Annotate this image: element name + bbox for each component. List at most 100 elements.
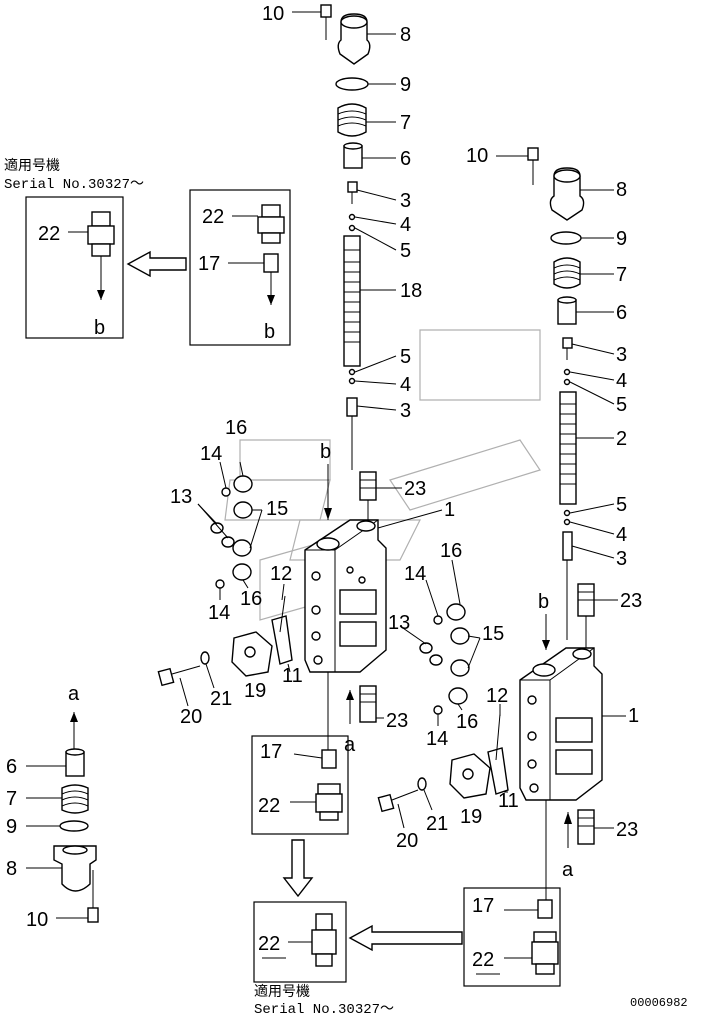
label-23-right-top: 23 xyxy=(620,590,642,612)
label-19-right: 19 xyxy=(460,806,482,828)
label-4-right-top: 4 xyxy=(616,370,627,392)
label-23-right-bottom: 23 xyxy=(616,819,638,841)
label-3-right-bot: 3 xyxy=(616,548,627,570)
detail-box-bottom-center xyxy=(251,735,349,835)
label-9-left: 9 xyxy=(6,816,17,838)
detail-box-left xyxy=(25,196,124,339)
plug-23-right-top xyxy=(577,583,595,648)
label-21-right: 21 xyxy=(426,813,448,835)
valve-part-17-bc xyxy=(321,749,337,769)
letter-a-right: a xyxy=(562,859,574,881)
label-16-left-top: 16 xyxy=(225,417,247,439)
right-stack xyxy=(527,147,585,640)
label-22-bc: 22 xyxy=(258,795,280,817)
label-16-right-top: 16 xyxy=(440,540,462,562)
label-14-right-top: 14 xyxy=(404,563,426,585)
label-15-right: 15 xyxy=(482,623,504,645)
label-5-right-top: 5 xyxy=(616,394,627,416)
label-10-left: 10 xyxy=(26,909,48,931)
label-5-mid: 5 xyxy=(400,346,411,368)
label-7-top: 7 xyxy=(400,112,411,134)
letter-b-box-mid: b xyxy=(264,321,275,343)
valve-part-22-br xyxy=(531,931,559,975)
label-17-box-mid: 17 xyxy=(198,253,220,275)
valve-body-right xyxy=(519,647,603,801)
label-10-right: 10 xyxy=(466,145,488,167)
label-11-right: 11 xyxy=(498,790,519,812)
label-13-right: 13 xyxy=(388,612,410,634)
valve-part-22-bc xyxy=(315,783,343,821)
label-12-center: 12 xyxy=(270,563,292,585)
label-7-left: 7 xyxy=(6,788,17,810)
valve-body-center xyxy=(304,519,387,673)
label-4-top: 4 xyxy=(400,214,411,236)
label-21-center: 21 xyxy=(210,688,232,710)
label-14-left-bot: 14 xyxy=(208,602,230,624)
letter-b-right: b xyxy=(538,591,549,613)
block-19-right xyxy=(449,753,491,799)
label-3-mid: 3 xyxy=(400,400,411,422)
detail-box-bottom-right xyxy=(463,887,561,987)
valve-part-22-mid xyxy=(257,204,285,244)
seal-12-11-center xyxy=(271,595,293,665)
label-9-top: 9 xyxy=(400,74,411,96)
label-16-right-bot: 16 xyxy=(456,711,478,733)
label-17-br: 17 xyxy=(472,895,494,917)
hollow-arrow-left xyxy=(126,250,187,278)
label-12-right: 12 xyxy=(486,685,508,707)
label-14-left-top: 14 xyxy=(200,443,222,465)
label-16-left-bot: 16 xyxy=(240,588,262,610)
label-6-top: 6 xyxy=(400,148,411,170)
note-bottom-line2: Serial No.30327～ xyxy=(254,1002,394,1016)
label-9-right: 9 xyxy=(616,228,627,250)
serial-note-bottom: 適用号機 Serial No.30327～ xyxy=(254,983,394,1016)
label-1-right: 1 xyxy=(628,705,639,727)
letter-a-center: a xyxy=(344,734,356,756)
label-4-right-bot: 4 xyxy=(616,524,627,546)
seal-12-11-right xyxy=(487,713,509,795)
bolt-20-right xyxy=(377,777,427,813)
label-22-box-mid: 22 xyxy=(202,206,224,228)
bottom-left-stack: a xyxy=(53,683,99,923)
label-15-left: 15 xyxy=(266,498,288,520)
serial-note-top: 適用号機 Serial No.30327～ xyxy=(4,157,144,193)
label-13-left: 13 xyxy=(170,486,192,508)
note-top-line2: Serial No.30327～ xyxy=(4,177,144,193)
plug-23-center-bottom xyxy=(346,685,377,724)
label-14-right-bot: 14 xyxy=(426,728,448,750)
label-19-center: 19 xyxy=(244,680,266,702)
label-5-top: 5 xyxy=(400,240,411,262)
label-22-box-left: 22 xyxy=(38,223,60,245)
bolt-20-center xyxy=(157,651,210,687)
label-6-left: 6 xyxy=(6,756,17,778)
letter-a-left: a xyxy=(68,683,80,705)
block-19-center xyxy=(231,631,273,677)
gasket-group-left xyxy=(210,475,253,589)
label-23-center-top: 23 xyxy=(404,478,426,500)
note-bottom-line1: 適用号機 xyxy=(254,983,310,1001)
letter-b-box-left: b xyxy=(94,317,105,339)
label-18: 18 xyxy=(400,280,422,302)
label-23-center-bottom: 23 xyxy=(386,710,408,732)
label-8-top: 8 xyxy=(400,24,411,46)
label-10-top: 10 xyxy=(262,3,284,25)
document-number: 00006982 xyxy=(630,996,688,1010)
label-20-right: 20 xyxy=(396,830,418,852)
label-3-top: 3 xyxy=(400,190,411,212)
label-22-bottom: 22 xyxy=(258,933,280,955)
label-2: 2 xyxy=(616,428,627,450)
detail-box-bottom xyxy=(253,901,347,983)
label-1-center: 1 xyxy=(444,499,455,521)
label-8-right: 8 xyxy=(616,179,627,201)
valve-part-17-br xyxy=(537,899,553,919)
plug-23-right-bottom xyxy=(564,809,595,848)
label-17-bc: 17 xyxy=(260,741,282,763)
gasket-group-right xyxy=(419,603,470,715)
valve-part-22-left xyxy=(87,211,115,300)
label-3-right-top: 3 xyxy=(616,344,627,366)
note-top-line1: 適用号機 xyxy=(4,157,60,175)
hollow-arrow-bottom xyxy=(348,924,463,952)
valve-part-22-bottom xyxy=(311,913,337,967)
letter-b-center: b xyxy=(320,441,331,463)
